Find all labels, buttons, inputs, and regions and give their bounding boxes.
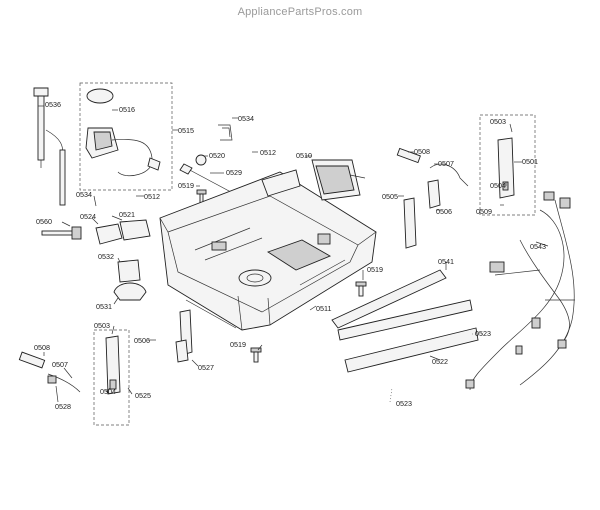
label-0510: 0510: [296, 151, 312, 160]
part-0529-end: [179, 163, 193, 175]
label-0503-upper: 0503: [490, 117, 506, 126]
label-0524: 0524: [80, 212, 96, 221]
base-tub-assembly: [159, 169, 377, 331]
label-0531: 0531: [96, 302, 112, 311]
label-0519-right: 0519: [367, 265, 383, 274]
part-0541-strip: [331, 269, 447, 329]
label-0505: 0505: [382, 192, 398, 201]
part-0507-wire-upper: [429, 163, 469, 187]
part-0536-rod: [33, 87, 66, 206]
label-0516: 0516: [119, 105, 135, 114]
label-0504-upper: 0504: [490, 181, 506, 190]
part-0525-bracket: [105, 335, 121, 395]
label-0512-upper: 0512: [260, 148, 276, 157]
part-0506-clip-lower: [175, 339, 189, 363]
label-0534-lower: 0534: [76, 190, 92, 199]
label-0507-upper: 0507: [438, 159, 454, 168]
part-0524-holder: [95, 223, 123, 245]
part-0534-clip-inner: [222, 127, 231, 138]
part-0510-module: [311, 159, 366, 201]
group-box-0501: [479, 114, 536, 216]
label-0522: 0522: [432, 357, 448, 366]
label-0528: 0528: [55, 402, 71, 411]
part-0516-pump: [85, 88, 161, 176]
label-0519-upper: 0519: [178, 181, 194, 190]
label-0503-lower: 0503: [94, 321, 110, 330]
label-0519-lower: 0519: [230, 340, 246, 349]
part-0531-cover: [113, 282, 147, 301]
watermark: AppliancePartsPros.com: [237, 6, 363, 18]
part-0528-nut: [47, 375, 57, 384]
part-0560-rod: [41, 226, 82, 240]
label-0504-lower: 0504: [100, 387, 116, 396]
part-0521-valve: [119, 219, 151, 241]
label-0529: 0529: [226, 168, 242, 177]
label-0541: 0541: [438, 257, 454, 266]
group-box-0515: [79, 82, 173, 191]
label-0512-lower: 0512: [144, 192, 160, 201]
part-0504-clip-lower: [109, 379, 117, 390]
part-0519-screw-lower: [250, 347, 262, 363]
label-0523-upper: 0523: [475, 329, 491, 338]
part-0506-clip-upper: [427, 179, 441, 209]
label-0560: 0560: [36, 217, 52, 226]
label-0534-upper: 0534: [238, 114, 254, 123]
part-0534-clip: [218, 124, 233, 141]
label-0508-lower: 0508: [34, 343, 50, 352]
label-0506-upper: 0506: [436, 207, 452, 216]
label-0509: 0509: [476, 207, 492, 216]
label-0511: 0511: [316, 304, 331, 313]
part-0532-block: [117, 259, 141, 283]
label-0521: 0521: [119, 210, 135, 219]
part-0505-bracket: [403, 197, 417, 249]
label-0532: 0532: [98, 252, 114, 261]
part-0507-wire-lower: [47, 373, 81, 393]
label-0523-lower: 0523: [396, 399, 412, 408]
label-0515: 0515: [178, 126, 194, 135]
label-0507-lower: 0507: [52, 360, 68, 369]
part-0522-toe-strip: [344, 327, 479, 373]
leader-lines: [38, 105, 549, 403]
label-0525: 0525: [135, 391, 151, 400]
part-0520-cap: [195, 154, 207, 166]
label-0543: 0543: [530, 242, 546, 251]
part-0543-harness: [465, 191, 575, 391]
label-0520: 0520: [209, 151, 225, 160]
part-0508-cylinder-lower: [18, 351, 46, 369]
group-box-0525: [93, 329, 130, 426]
part-0501-bracket: [497, 137, 515, 199]
label-0501: 0501: [522, 157, 538, 166]
label-0536: 0536: [45, 100, 61, 109]
part-0504-clip-upper: [502, 181, 509, 191]
part-labels: 0536 0516 0515 0534 0520 0512 0519 0529 …: [34, 100, 546, 411]
part-0519-screw-right: [355, 281, 367, 297]
label-0527: 0527: [198, 363, 214, 372]
label-0506-lower: 0506: [134, 336, 150, 345]
label-0508-upper: 0508: [414, 147, 430, 156]
part-0541-panel: [337, 299, 473, 341]
